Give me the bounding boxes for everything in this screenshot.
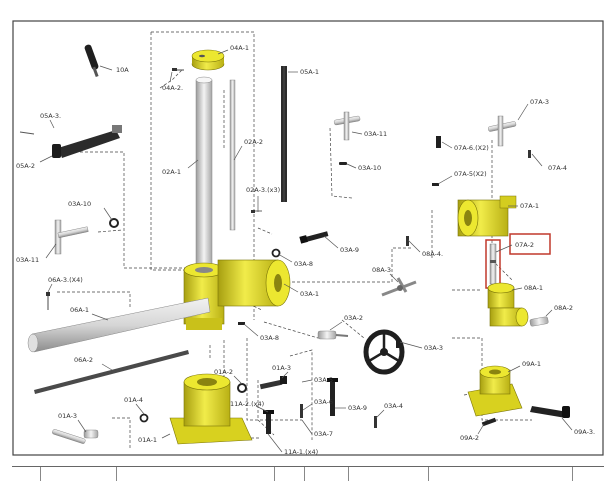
rod-06A-2 <box>34 350 189 394</box>
arm-06A-1 <box>27 297 211 353</box>
callout-07A-6: 07A-6.(X2) <box>454 144 489 152</box>
callout-09A-2: 09A-2 <box>460 434 479 442</box>
handle-10A <box>84 44 99 78</box>
callout-03A-9-upper: 03A-9 <box>340 246 359 254</box>
callout-09A-3: 09A-3. <box>574 428 595 436</box>
handwheel-03A-3 <box>363 329 405 375</box>
exploded-parts-diagram: 10A 04A-1 04A-2. 05A-1 05A-3. 05A-2 02A-… <box>12 20 604 456</box>
elbow-08A-1 <box>487 282 529 327</box>
callout-11A-2: 11A-2.(x4) <box>230 400 264 408</box>
callout-08A-2: 08A-2 <box>554 304 573 312</box>
crank-05A-2 <box>19 125 122 158</box>
callout-03A-8-upper: 03A-8 <box>294 260 313 268</box>
callout-10A: 10A <box>116 66 129 74</box>
callout-03A-6: 03A-6 <box>314 398 333 406</box>
callout-03A-10-top: 03A-10 <box>358 164 381 172</box>
tri-handle-08A-3 <box>381 277 417 297</box>
callout-03A-2: 03A-2 <box>344 314 363 322</box>
t-handle-03A-11-top <box>333 111 361 141</box>
t-handle-01A-3-lower <box>52 429 99 444</box>
block-07A-1 <box>457 195 517 237</box>
callout-03A-5: 03A-5 <box>314 376 333 384</box>
exploded-diagram-frame: 10A 04A-1 04A-2. 05A-1 05A-3. 05A-2 02A-… <box>12 20 604 456</box>
bolt-03A-6 <box>300 404 303 418</box>
callout-03A-3: 03A-3 <box>424 344 443 352</box>
parts-table-header-strip <box>12 466 604 481</box>
pin-03A-8-lower <box>238 322 245 325</box>
callout-01A-3-lower: 01A-3 <box>58 412 77 420</box>
bolt-07A-2 <box>489 243 497 285</box>
callout-08A-4: 08A-4. <box>422 250 443 258</box>
bolt-03A-9-lower <box>327 378 338 416</box>
callout-07A-1: 07A-1 <box>520 202 539 210</box>
pin-07A-4 <box>528 150 531 158</box>
callout-03A-11-left: 03A-11 <box>16 256 39 264</box>
column-02A-1 <box>195 76 213 277</box>
screw-02A-3 <box>251 210 262 213</box>
callout-03A-9-lower: 03A-9 <box>348 404 367 412</box>
callout-06A-3: 06A-3.(X4) <box>48 276 83 284</box>
washer-01A-2 <box>237 383 247 393</box>
screw-06A-3 <box>46 292 50 310</box>
callout-11A-1: 11A-1.(x4) <box>284 448 318 456</box>
callout-03A-10-left: 03A-10 <box>68 200 91 208</box>
pin-03A-4 <box>374 416 377 428</box>
callout-02A-3: 02A-3.(x3) <box>246 186 280 194</box>
callout-07A-3: 07A-3 <box>530 98 549 106</box>
callout-05A-2: 05A-2 <box>16 162 35 170</box>
callout-07A-4: 07A-4 <box>548 164 567 172</box>
highlight-box-07A-2-label <box>509 233 551 255</box>
callout-01A-2: 01A-2 <box>214 368 233 376</box>
pin-03A-10-left <box>109 218 119 228</box>
screw-04A-2 <box>172 68 184 71</box>
pin-03A-10-top <box>339 162 347 165</box>
callout-02A-2: 02A-2 <box>244 138 263 146</box>
callout-01A-4: 01A-4 <box>124 396 143 404</box>
callout-08A-1: 08A-1 <box>524 284 543 292</box>
callout-03A-4: 03A-4 <box>384 402 403 410</box>
t-handle-07A-3 <box>488 115 517 147</box>
callout-06A-1: 06A-1 <box>70 306 89 314</box>
callout-09A-1: 09A-1 <box>522 360 541 368</box>
screw-09A-2 <box>481 417 497 427</box>
callout-03A-1: 03A-1 <box>300 290 319 298</box>
callout-labels: 10A 04A-1 04A-2. 05A-1 05A-3. 05A-2 02A-… <box>16 44 595 456</box>
shaft-08A-2 <box>529 316 549 327</box>
handle-09A-3 <box>530 406 570 418</box>
shaft-03A-2 <box>317 330 349 340</box>
frame-border <box>12 20 604 456</box>
callout-04A-2: 04A-2. <box>162 84 183 92</box>
callout-05A-3: 05A-3. <box>40 112 61 120</box>
rod-02A-2 <box>229 79 236 231</box>
knob-03A-9-upper <box>299 231 329 244</box>
bolt-11A-2 <box>263 410 274 434</box>
pin-07A-5 <box>432 183 439 186</box>
leader-lines <box>39 49 573 453</box>
bolt-01A-3 <box>259 376 287 390</box>
rod-05A-1 <box>281 66 287 202</box>
callout-07A-5: 07A-5(X2) <box>454 170 487 178</box>
callout-01A-3-upper: 01A-3 <box>272 364 291 372</box>
base-01A-1 <box>169 373 253 445</box>
callout-06A-2: 06A-2 <box>74 356 93 364</box>
callout-02A-1: 02A-1 <box>162 168 181 176</box>
carriage-03A-1 <box>183 259 291 330</box>
callout-03A-11-top: 03A-11 <box>364 130 387 138</box>
callout-03A-8-lower: 03A-8 <box>260 334 279 342</box>
washer-03A-8-upper <box>271 248 281 258</box>
callout-08A-3: 08A-3 <box>372 266 391 274</box>
callout-07A-2: 07A-2 <box>515 241 534 249</box>
callout-04A-1: 04A-1 <box>230 44 249 52</box>
washer-01A-4 <box>139 413 149 423</box>
callout-05A-1: 05A-1 <box>300 68 319 76</box>
pin-08A-4 <box>406 236 409 246</box>
callout-01A-1: 01A-1 <box>138 436 157 444</box>
callout-03A-7: 03A-7 <box>314 430 333 438</box>
clamp-09A-1 <box>467 365 523 417</box>
t-handle-03A-11-left <box>54 219 89 255</box>
screw-07A-6 <box>436 136 441 148</box>
cap-04A-1 <box>191 49 225 71</box>
assembly-guide-lines <box>57 31 532 450</box>
